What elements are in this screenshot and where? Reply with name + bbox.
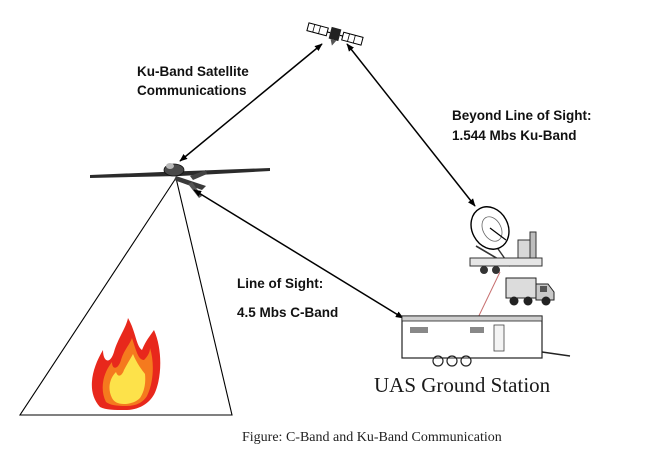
fire-icon: [91, 318, 161, 410]
figure-caption: Figure: C-Band and Ku-Band Communication: [242, 430, 502, 445]
communication-links: [179, 43, 476, 319]
satellite-icon: [306, 22, 364, 46]
beyond-los-label-line2: 1.544 Mbs Ku-Band: [452, 128, 577, 143]
los-label-line1: Line of Sight:: [237, 276, 324, 291]
satellite-link-label-line1: Ku-Band Satellite: [137, 64, 249, 79]
satellite-link-label-line2: Communications: [137, 83, 247, 98]
los-label-line2: 4.5 Mbs C-Band: [237, 305, 339, 320]
ku-band-uav-satellite-link: [179, 43, 323, 162]
ku-band-satellite-dish-link: [346, 43, 476, 207]
satellite-dish-icon: [469, 206, 543, 274]
support-truck-icon: [505, 277, 555, 306]
c-band-line-of-sight-link: [193, 189, 404, 319]
beyond-los-label-line1: Beyond Line of Sight:: [452, 108, 592, 123]
ground-station-label: UAS Ground Station: [374, 373, 551, 397]
ground-station-trailer-icon: [401, 315, 571, 367]
